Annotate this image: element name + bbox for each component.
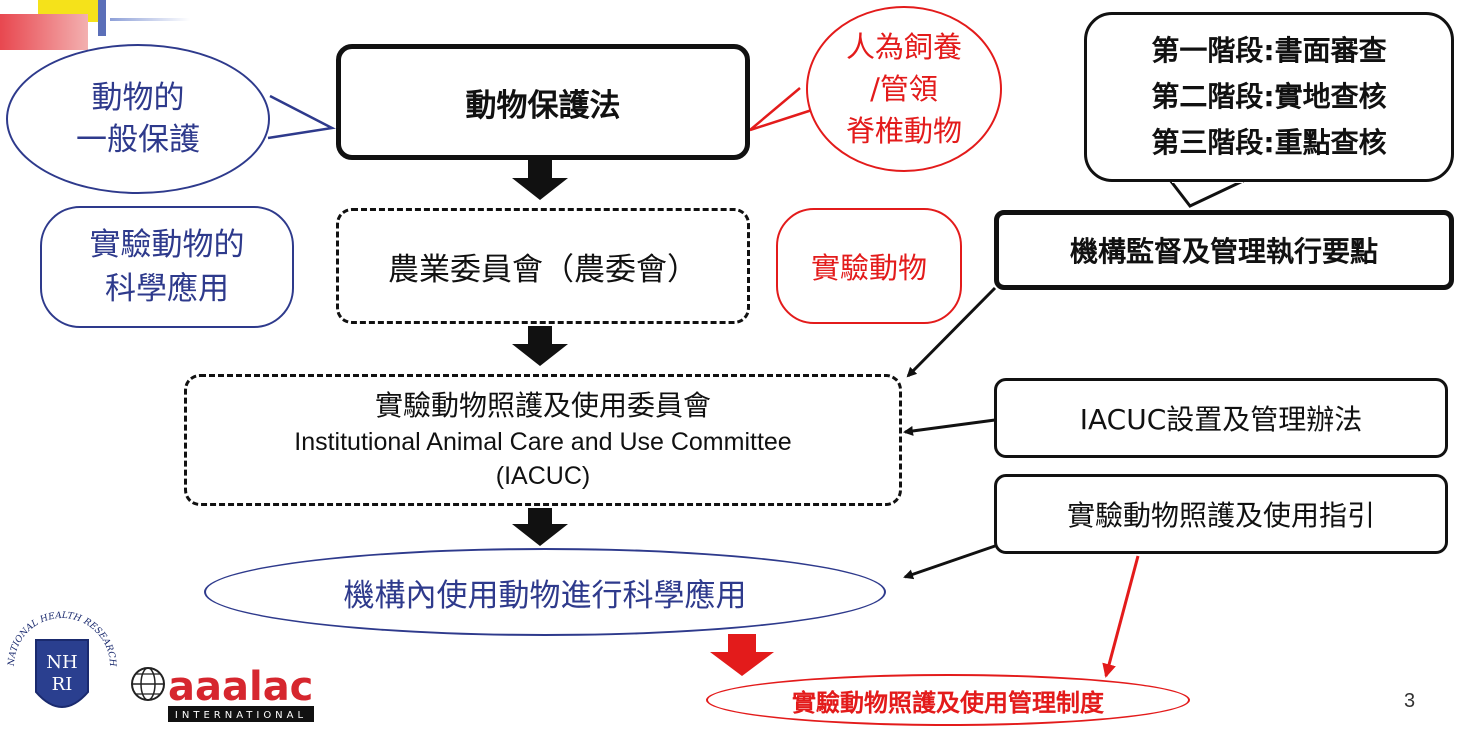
deco-blue-line [110,18,190,21]
bubble-scientific-use-text: 實驗動物的 科學應用 [89,227,245,307]
bubble-tail-stages [1168,177,1246,208]
bubble-tail-vertebrate [749,87,813,132]
page-number: 3 [1404,690,1416,712]
down-arrow-1 [512,160,568,200]
deco-blue-bar [98,0,106,36]
box-council-of-agriculture-text: 農業委員會（農委會） [388,251,698,288]
box-supervision-points-text: 機構監督及管理執行要點 [1069,235,1378,268]
arrow-guidelines-to-system [1102,555,1140,678]
bubble-lab-animal-text: 實驗動物 [810,251,927,285]
nhri-logo: NATIONAL HEALTH RESEARCH INSTITUTES NH R… [0,589,124,728]
box-supervision-points: 機構監督及管理執行要點 [994,210,1454,290]
arrow-guidelines-to-use [903,544,996,580]
aaalac-name-text: aaalac [168,664,313,710]
down-arrow-3 [512,508,568,546]
arrow-supervision-to-iacuc [906,286,997,378]
svg-text:RI: RI [52,674,73,695]
box-animal-protection-act-text: 動物保護法 [465,87,621,124]
box-iacuc: 實驗動物照護及使用委員會 Institutional Animal Care a… [184,374,902,506]
oval-management-system: 實驗動物照護及使用管理制度 [706,674,1190,726]
box-iacuc-zh: 實驗動物照護及使用委員會 [374,389,711,422]
box-iacuc-regulations: IACUC設置及管理辦法 [994,378,1448,458]
box-iacuc-abbr: (IACUC) [495,462,591,490]
arrow-regulations-to-iacuc [903,418,996,436]
aaalac-sub-text: INTERNATIONAL [175,710,307,721]
bubble-stages-text: 第一階段:書面審查 第二階段:實地查核 第三階段:重點查核 [1151,34,1387,159]
down-arrow-red [710,634,774,676]
down-arrow-2 [512,326,568,366]
oval-institutional-use: 機構內使用動物進行科學應用 [204,548,886,636]
bubble-general-protection: 動物的 一般保護 [6,44,270,194]
bubble-tail-general [263,94,336,140]
bubble-lab-animal: 實驗動物 [776,208,962,324]
nhri-letters-text: NH [46,652,77,673]
box-iacuc-en: Institutional Animal Care and Use Commit… [294,428,792,456]
aaalac-logo: aaalac INTERNATIONAL [128,654,316,726]
bubble-vertebrate-text: 人為飼養 /管領 脊椎動物 [845,30,962,148]
box-care-guidelines: 實驗動物照護及使用指引 [994,474,1448,554]
box-care-guidelines-text: 實驗動物照護及使用指引 [1066,499,1375,532]
box-animal-protection-act: 動物保護法 [336,44,750,160]
bubble-stages: 第一階段:書面審查 第二階段:實地查核 第三階段:重點查核 [1084,12,1454,182]
bubble-scientific-use: 實驗動物的 科學應用 [40,206,294,328]
box-council-of-agriculture: 農業委員會（農委會） [336,208,750,324]
bubble-general-protection-text: 動物的 一般保護 [76,80,200,158]
oval-institutional-use-text: 機構內使用動物進行科學應用 [343,577,747,614]
bubble-vertebrate: 人為飼養 /管領 脊椎動物 [806,6,1002,172]
aaalac-mark: aaalac INTERNATIONAL [131,664,314,722]
deco-red-square [0,14,88,50]
oval-management-system-text: 實驗動物照護及使用管理制度 [792,688,1104,717]
box-iacuc-regulations-text: IACUC設置及管理辦法 [1079,403,1363,436]
nhri-seal: NATIONAL HEALTH RESEARCH INSTITUTES NH R… [0,589,120,726]
